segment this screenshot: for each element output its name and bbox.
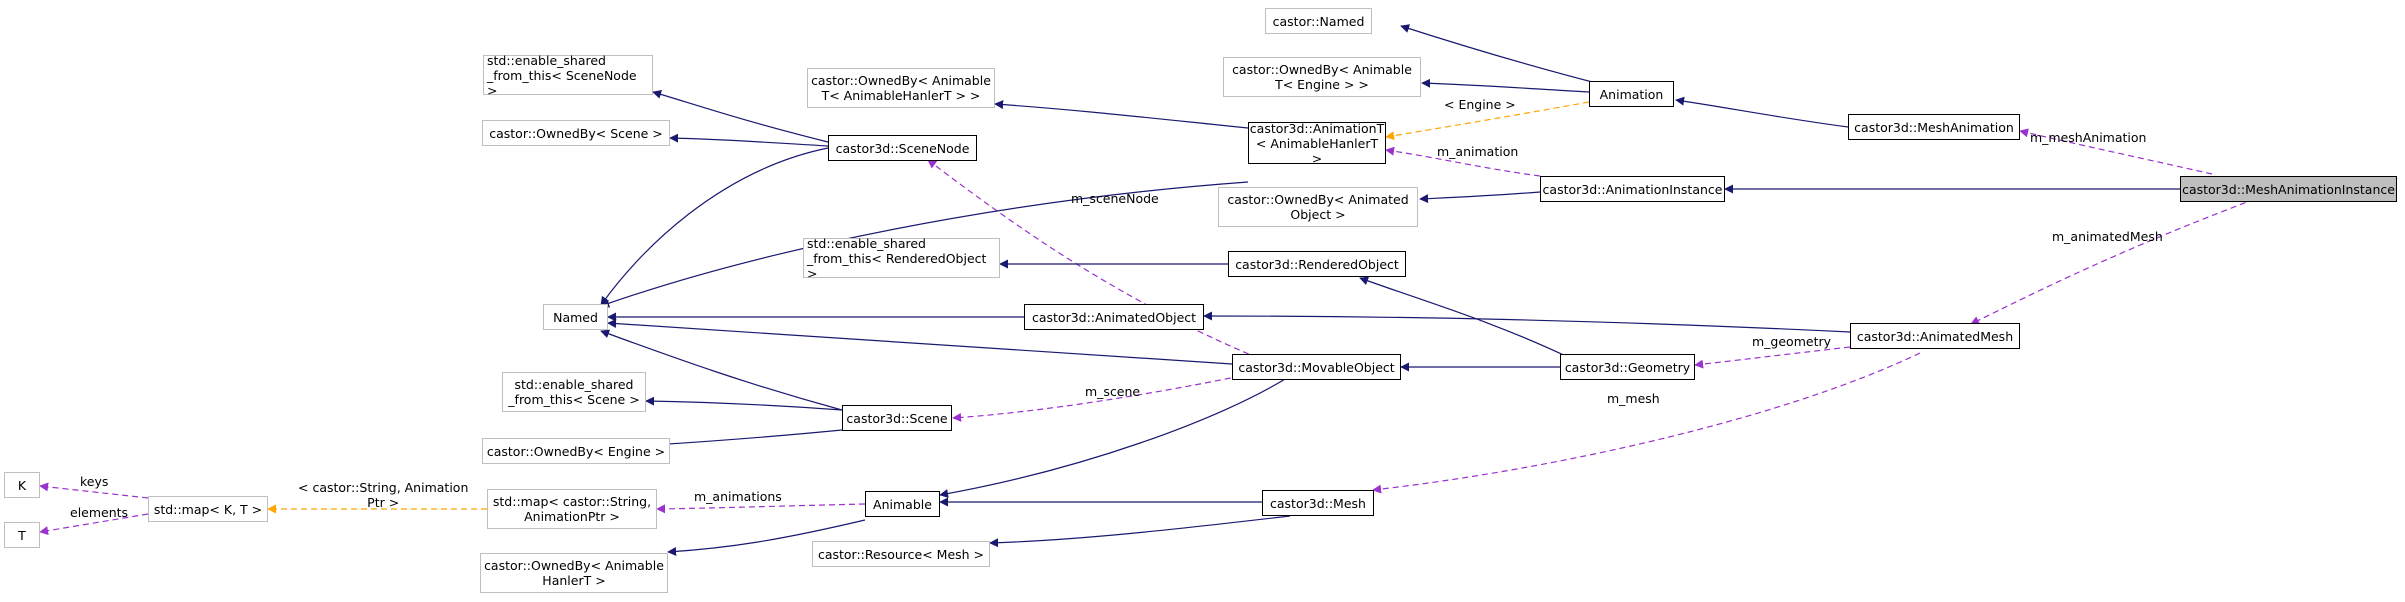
edge-animation-mesh-animation (1675, 96, 1849, 128)
edge-label-m-mesh: m_mesh (1607, 391, 1660, 406)
node-ownedby-animable-t[interactable]: castor::OwnedBy< Animable T< AnimableHan… (807, 68, 995, 108)
node-ownedby-animation-engine[interactable]: castor::OwnedBy< Animable T< Engine > > (1223, 57, 1421, 97)
edge-named-scene (600, 329, 843, 411)
edge-ownedby-animation-engine (1421, 78, 1590, 93)
node-animable[interactable]: Animable (865, 491, 940, 517)
edge-ownedby-scene-scenenode (669, 133, 829, 147)
edge-named-animation-t (600, 181, 1249, 308)
edge-shared-scene (645, 396, 843, 411)
node-scenenode[interactable]: castor3d::SceneNode (828, 135, 977, 161)
edge-ownedby-engine-scene (652, 429, 843, 449)
edge-ownedby-animable-t (994, 100, 1249, 129)
node-geometry[interactable]: castor3d::Geometry (1560, 354, 1695, 380)
node-ownedby-engine[interactable]: castor::OwnedBy< Engine > (482, 438, 670, 464)
edge-label-m-animated-mesh: m_animatedMesh (2052, 229, 2163, 244)
node-animation-instance[interactable]: castor3d::AnimationInstance (1540, 176, 1725, 202)
node-ownedby-scene[interactable]: castor::OwnedBy< Scene > (482, 120, 670, 146)
edge-animated-object-animated-mesh (1203, 311, 1851, 333)
node-rendered-object[interactable]: castor3d::RenderedObject (1228, 251, 1406, 277)
edge-m-mesh (1372, 352, 1921, 494)
edge-shared-scenenode (652, 89, 829, 143)
edge-template-engine (1385, 101, 1590, 141)
node-animated-object[interactable]: castor3d::AnimatedObject (1024, 304, 1204, 330)
node-named[interactable]: Named (543, 304, 608, 330)
node-mesh[interactable]: castor3d::Mesh (1262, 490, 1374, 516)
node-ownedby-animable-hanlert[interactable]: castor::OwnedBy< Animable HanlerT > (480, 553, 668, 593)
node-animation-t[interactable]: castor3d::AnimationT < AnimableHanlerT > (1248, 120, 1386, 166)
edge-label-m-geometry: m_geometry (1752, 334, 1832, 349)
node-animated-mesh[interactable]: castor3d::AnimatedMesh (1850, 323, 2020, 349)
edge-m-animated-mesh (1970, 198, 2256, 325)
edge-label-keys: keys (80, 474, 109, 489)
edge-ownedby-animated-object (1419, 191, 1541, 204)
edge-rendered-geometry (1359, 276, 1571, 359)
edge-label-m-scene: m_scene (1085, 384, 1141, 399)
edge-m-animation (1385, 146, 1541, 177)
edge-label-m-animations: m_animations (694, 489, 782, 504)
node-std-map-string-animationptr[interactable]: std::map< castor::String, AnimationPtr > (487, 489, 657, 529)
edge-named-movable (607, 319, 1233, 365)
edge-label-m-scenenode: m_sceneNode (1071, 191, 1159, 206)
node-enable-shared-rendered-object[interactable]: std::enable_shared _from_this< RenderedO… (803, 236, 1000, 281)
edge-named-scenenode (600, 147, 829, 306)
node-movable-object[interactable]: castor3d::MovableObject (1232, 354, 1401, 380)
edge-m-scene (952, 371, 1261, 422)
edge-label-elements: elements (70, 505, 129, 520)
edge-m-mesh-animation (2019, 128, 2213, 175)
node-mesh-animation[interactable]: castor3d::MeshAnimation (1848, 114, 2020, 140)
edge-resource-mesh (989, 515, 1291, 548)
edge-keys (39, 482, 149, 499)
node-animation[interactable]: Animation (1589, 81, 1674, 107)
edge-label-m-animation: m_animation (1437, 144, 1519, 159)
node-resource-mesh[interactable]: castor::Resource< Mesh > (812, 541, 990, 567)
node-k[interactable]: K (4, 472, 40, 498)
edge-elements (39, 513, 149, 536)
edge-label-string-animation-ptr: < castor::String, Animation Ptr > (298, 480, 469, 510)
node-scene[interactable]: castor3d::Scene (842, 405, 952, 431)
node-std-map-k-t[interactable]: std::map< K, T > (148, 496, 268, 522)
edge-animable-movable (939, 375, 1291, 499)
node-enable-shared-scenenode[interactable]: std::enable_shared _from_this< SceneNode… (483, 53, 653, 98)
node-t[interactable]: T (4, 522, 40, 548)
edge-ownedby-animable-hanler-animable (667, 519, 866, 556)
edge-label-m-mesh-animation: m_meshAnimation (2030, 130, 2147, 145)
node-castor-named[interactable]: castor::Named (1265, 8, 1372, 34)
node-ownedby-animated-object[interactable]: castor::OwnedBy< Animated Object > (1218, 187, 1418, 227)
edge-castor-named-animation (1400, 24, 1601, 85)
edge-label-engine: < Engine > (1444, 97, 1516, 112)
node-enable-shared-scene[interactable]: std::enable_shared _from_this< Scene > (502, 372, 646, 412)
edge-m-animations (656, 503, 866, 514)
node-mesh-animation-instance[interactable]: castor3d::MeshAnimationInstance (2180, 176, 2397, 202)
edge-m-geometry (1694, 346, 1851, 369)
